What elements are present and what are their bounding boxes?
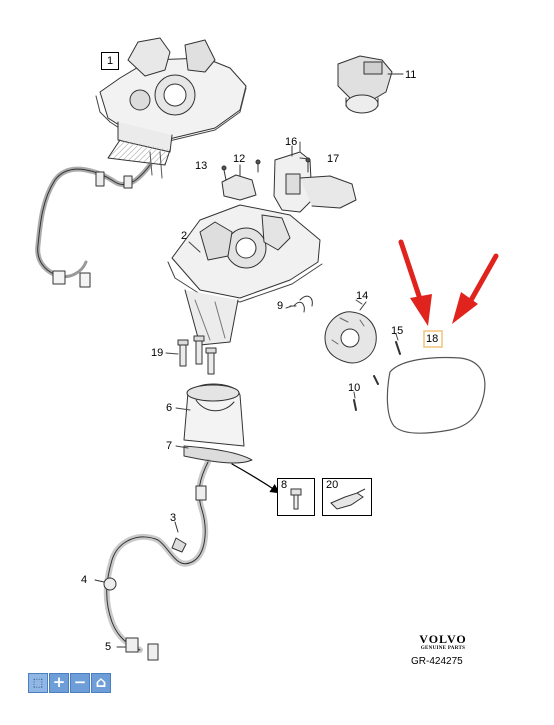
part-label-15[interactable]: 15 bbox=[391, 325, 404, 337]
mirror-glass-18 bbox=[386, 356, 486, 434]
part-label-5[interactable]: 5 bbox=[105, 641, 112, 653]
bracket-12 bbox=[221, 159, 261, 201]
part-label-12[interactable]: 12 bbox=[233, 153, 246, 165]
part-label-16[interactable]: 16 bbox=[285, 136, 298, 148]
glass-backing-plate bbox=[324, 301, 377, 364]
part-label-6[interactable]: 6 bbox=[166, 402, 173, 414]
part-label-10[interactable]: 10 bbox=[348, 382, 361, 394]
brand-logo: VOLVO GENUINE PARTS bbox=[413, 632, 473, 651]
connector-20-icon bbox=[330, 488, 366, 510]
zoom-in-button[interactable]: + bbox=[49, 673, 69, 693]
plus-icon: + bbox=[52, 673, 66, 691]
part-label-4[interactable]: 4 bbox=[81, 574, 88, 586]
minus-icon: − bbox=[73, 673, 87, 691]
part-label-1[interactable]: 1 bbox=[101, 52, 119, 70]
screw-10 bbox=[353, 375, 379, 411]
select-tool-button[interactable]: ⬚ bbox=[28, 673, 48, 693]
bracket-16 bbox=[273, 145, 357, 213]
part-label-8: 8 bbox=[281, 479, 288, 491]
wiring-harness-upper bbox=[35, 162, 153, 288]
part-label-2[interactable]: 2 bbox=[181, 230, 188, 242]
part-label-14[interactable]: 14 bbox=[356, 290, 369, 302]
red-arrow-right bbox=[452, 253, 499, 324]
cursor-icon: ⬚ bbox=[32, 676, 44, 689]
bolts-19 bbox=[177, 335, 217, 375]
part-label-19[interactable]: 19 bbox=[151, 347, 164, 359]
diagram-toolbar: ⬚ + − ⌂ bbox=[28, 673, 111, 693]
mirror-actuator-motor bbox=[337, 55, 404, 114]
diagram-reference-code: GR-424275 bbox=[411, 656, 463, 667]
screw-15 bbox=[395, 341, 401, 355]
callout-arrow bbox=[231, 463, 280, 494]
zoom-out-button[interactable]: − bbox=[70, 673, 90, 693]
wiring-harness-lower bbox=[94, 459, 211, 661]
brand-name: VOLVO bbox=[419, 632, 467, 646]
part-label-18[interactable]: 18 bbox=[426, 333, 439, 345]
gasket-7 bbox=[183, 445, 253, 464]
part-label-3[interactable]: 3 bbox=[170, 512, 177, 524]
part-label-9[interactable]: 9 bbox=[277, 300, 284, 312]
inset-part-8[interactable]: 8 bbox=[277, 478, 315, 516]
highlight-box-18 bbox=[423, 330, 443, 348]
home-button[interactable]: ⌂ bbox=[91, 673, 111, 693]
inset-part-20[interactable]: 20 bbox=[322, 478, 372, 516]
leader-lines bbox=[165, 141, 399, 449]
part-label-7[interactable]: 7 bbox=[166, 440, 173, 452]
part-label-17[interactable]: 17 bbox=[327, 153, 340, 165]
part-label-11[interactable]: 11 bbox=[405, 69, 417, 81]
brand-subtitle: GENUINE PARTS bbox=[420, 646, 466, 651]
cover-cap-6 bbox=[183, 383, 245, 447]
red-arrow-left bbox=[398, 239, 432, 326]
screw-8-icon bbox=[290, 488, 302, 510]
mirror-base-housing bbox=[167, 204, 323, 346]
home-icon: ⌂ bbox=[95, 673, 107, 691]
part-label-20: 20 bbox=[326, 479, 339, 491]
spring-clip-9 bbox=[289, 295, 313, 313]
part-label-13[interactable]: 13 bbox=[195, 160, 208, 172]
